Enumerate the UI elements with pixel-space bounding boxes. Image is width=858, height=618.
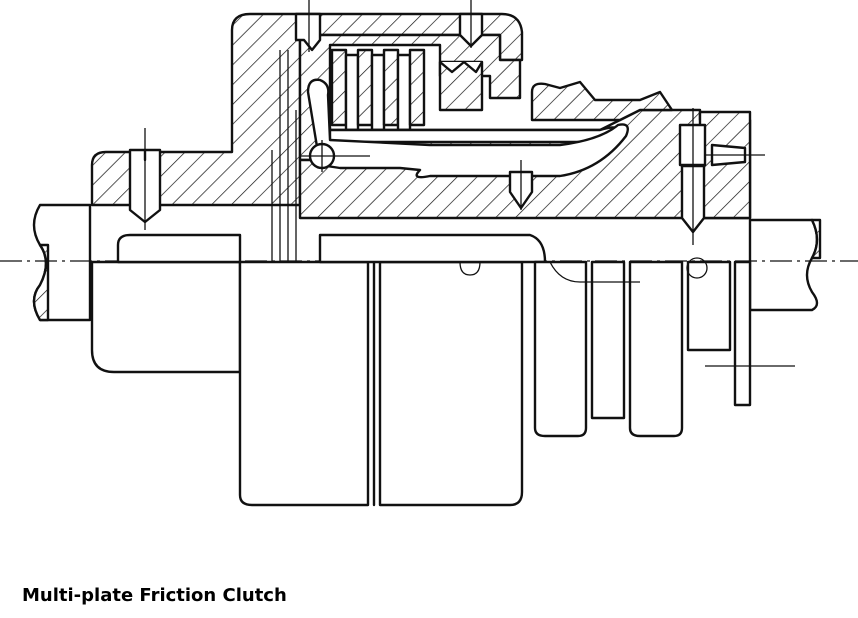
clutch-section-drawing	[0, 0, 858, 507]
friction-plates	[330, 48, 484, 132]
shaft	[32, 203, 822, 322]
figure-caption: Multi-plate Friction Clutch	[22, 585, 287, 606]
lever-arm	[300, 78, 629, 210]
construction-lines	[271, 50, 297, 262]
left-hub-section	[90, 12, 524, 230]
lower-external-view	[90, 233, 795, 507]
adjusting-nut-section	[678, 108, 765, 245]
